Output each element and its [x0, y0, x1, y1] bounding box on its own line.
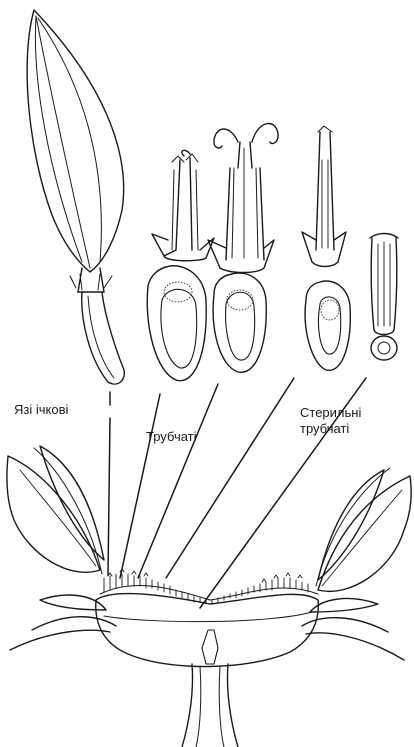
sterile-floret-1	[302, 126, 350, 370]
label-ligulate: Язі ічкові	[14, 402, 68, 418]
label-sterile-line1: Стерильні	[300, 405, 361, 421]
sterile-floret-2	[370, 234, 398, 361]
tubular-floret-1	[147, 150, 214, 380]
label-tubular: Трубчаті	[146, 429, 197, 445]
label-sterile-tubular: Стерильні трубчаті	[300, 405, 361, 437]
ligulate-floret	[27, 10, 124, 384]
label-sterile-line2: трубчаті	[300, 421, 361, 437]
tubular-floret-2	[208, 124, 278, 373]
